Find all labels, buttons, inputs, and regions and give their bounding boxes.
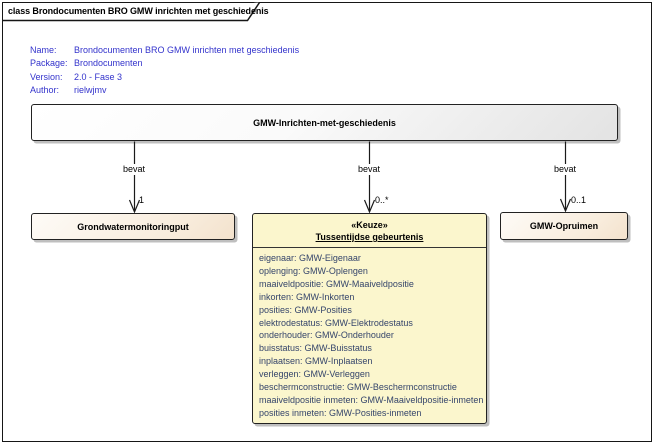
meta-value: rielwjmv bbox=[74, 85, 107, 96]
class-attribute: posities: GMW-Posities bbox=[259, 304, 352, 315]
class-grondwatermonitoringput[interactable]: Grondwatermonitoringput bbox=[31, 213, 235, 240]
multiplicity-left: 1 bbox=[139, 195, 145, 205]
meta-label: Name: bbox=[30, 45, 57, 55]
class-attribute: eigenaar: GMW-Eigenaar bbox=[259, 253, 361, 263]
class-tussentijdse-gebeurtenis[interactable]: «Keuze» Tussentijdse gebeurtenis eigenaa… bbox=[252, 213, 487, 424]
diagram-frame bbox=[2, 2, 652, 442]
class-title: GMW-Inrichten-met-geschiedenis bbox=[253, 117, 396, 128]
relation-label-right: bevat bbox=[551, 164, 579, 175]
meta-label: Author: bbox=[30, 85, 60, 96]
diagram-tab-title: class Brondocumenten BRO GMW inrichten m… bbox=[8, 6, 269, 16]
meta-value: 2.0 - Fase 3 bbox=[74, 71, 123, 82]
class-gmw-opruimen[interactable]: GMW-Opruimen bbox=[500, 212, 628, 240]
class-attribute: maaiveldpositie: GMW-Maaiveldpositie bbox=[259, 278, 414, 289]
diagram-tab-shape bbox=[2, 2, 261, 22]
class-attribute: onderhouder: GMW-Onderhouder bbox=[259, 330, 394, 341]
relation-label-middle: bevat bbox=[355, 164, 383, 175]
stereotype-keuze: «Keuze» bbox=[351, 220, 388, 230]
multiplicity-middle: 0..* bbox=[375, 195, 389, 205]
class-attribute: inkorten: GMW-Inkorten bbox=[259, 291, 355, 302]
relation-label-left: bevat bbox=[120, 164, 148, 175]
class-attribute: posities inmeten: GMW-Posities-inmeten bbox=[259, 407, 422, 418]
class-attribute: beschermconstructie: GMW-Beschermconstru… bbox=[259, 382, 457, 393]
multiplicity-right: 0..1 bbox=[571, 195, 587, 205]
class-attribute: verleggen: GMW-Verleggen bbox=[259, 369, 370, 380]
meta-row-package: Package: Brondocumenten bbox=[30, 57, 299, 70]
meta-label: Version: bbox=[30, 71, 63, 82]
class-gmw-inrichten-met-geschiedenis[interactable]: GMW-Inrichten-met-geschiedenis bbox=[31, 104, 618, 141]
class-attribute: maaiveldpositie inmeten: GMW-Maaiveldpos… bbox=[259, 394, 484, 405]
attribute-list: eigenaar: GMW-Eigenaar oplenging: GMW-Opl… bbox=[253, 248, 486, 420]
meta-row-name: Name: Brondocumenten BRO GMW inrichten me… bbox=[30, 44, 299, 57]
meta-value: Brondocumenten BRO GMW inrichten met ges… bbox=[74, 45, 300, 55]
diagram-metadata: Name: Brondocumenten BRO GMW inrichten me… bbox=[30, 44, 299, 98]
class-title: Grondwatermonitoringput bbox=[77, 221, 189, 232]
class-attribute: oplenging: GMW-Oplengen bbox=[259, 265, 368, 276]
class-title: GMW-Opruimen bbox=[529, 221, 599, 231]
meta-label: Package: bbox=[30, 58, 68, 69]
class-title: Tussentijdse gebeurtenis bbox=[315, 232, 424, 242]
meta-value: Brondocumenten bbox=[74, 58, 143, 69]
class-attribute: inplaatsen: GMW-Inplaatsen bbox=[259, 356, 373, 367]
class-attribute: buisstatus: GMW-Buisstatus bbox=[259, 343, 372, 354]
meta-row-version: Version: 2.0 - Fase 3 bbox=[30, 71, 299, 84]
choice-header: «Keuze» Tussentijdse gebeurtenis bbox=[253, 214, 486, 248]
meta-row-author: Author: rielwjmv bbox=[30, 84, 299, 97]
class-attribute: elektrodestatus: GMW-Elektrodestatus bbox=[259, 317, 413, 328]
